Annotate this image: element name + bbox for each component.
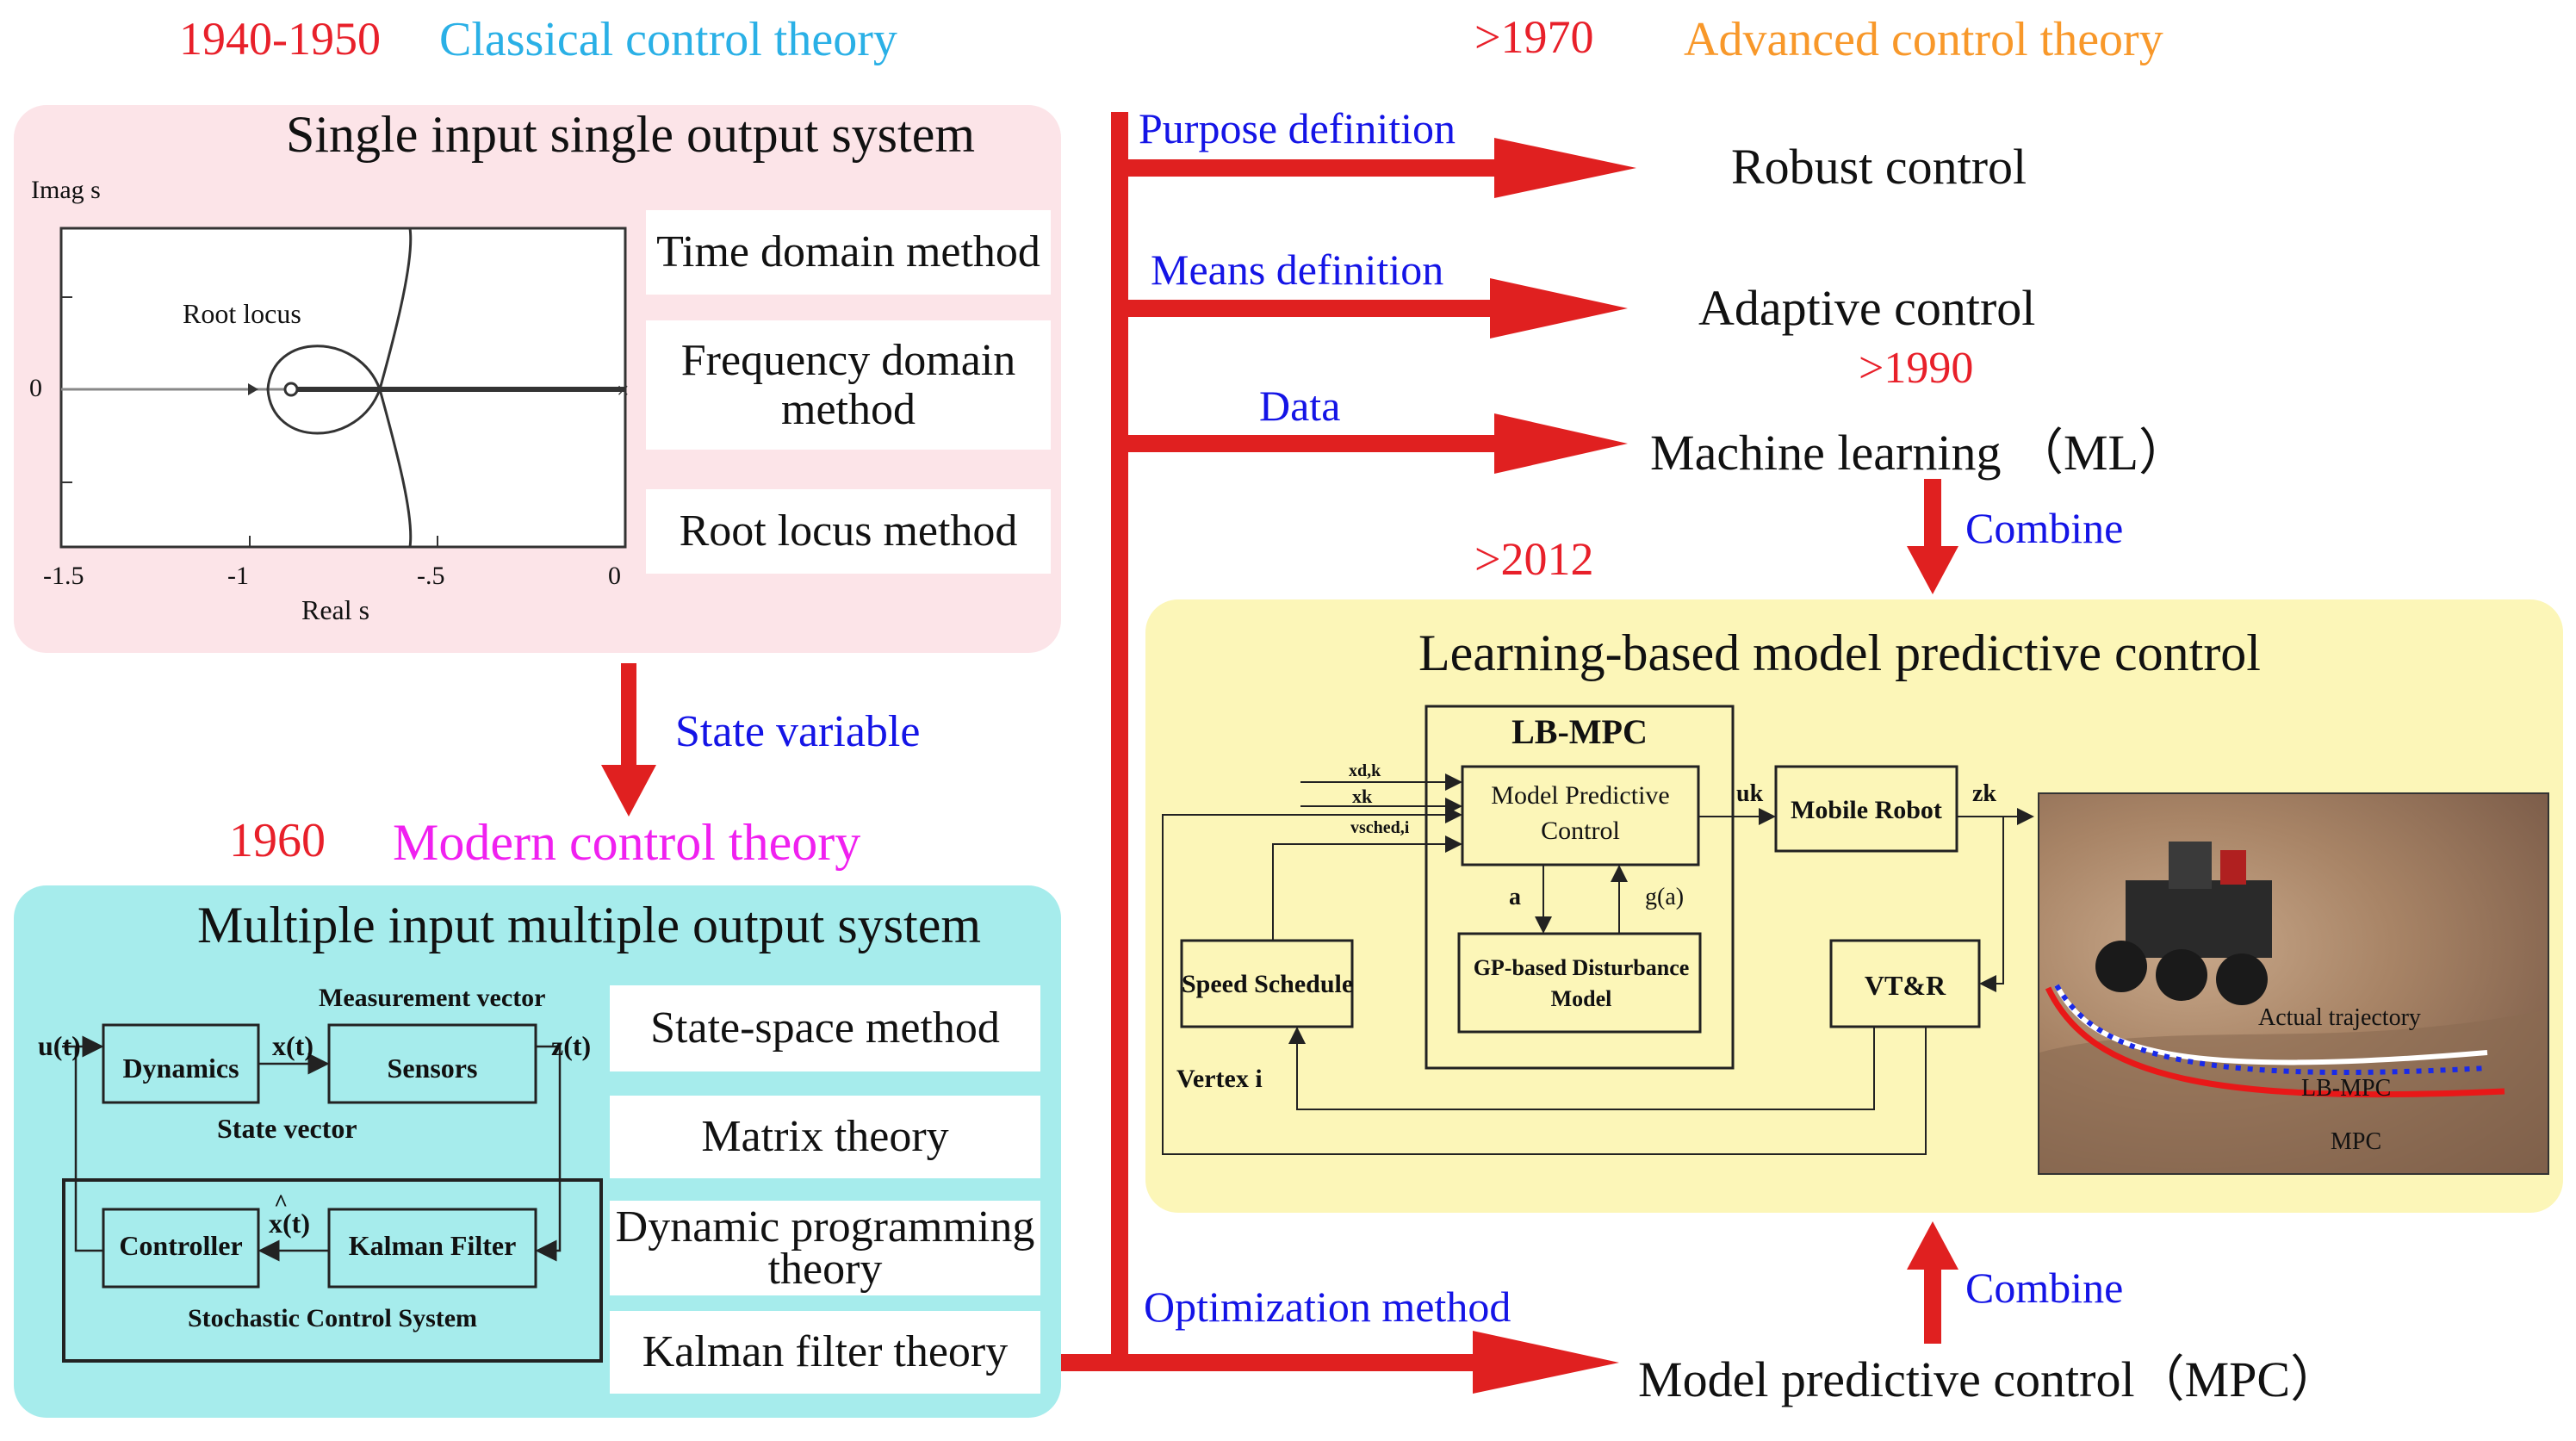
input-xdk: xd,k xyxy=(1349,761,1381,780)
input-xk: xk xyxy=(1352,786,1373,807)
method-time-domain: Time domain method xyxy=(646,210,1051,295)
plot-xtick-3: 0 xyxy=(608,562,621,590)
plot-annotation: Root locus xyxy=(183,298,301,329)
plot-xtick-2: -.5 xyxy=(417,562,445,590)
combine-bottom-label: Combine xyxy=(1965,1264,2124,1312)
lbmpc-years: >2012 xyxy=(1474,533,1594,585)
root-locus-plot: × xyxy=(59,227,630,549)
input-vsched: vsched,i xyxy=(1350,818,1410,837)
robot-photo xyxy=(2038,792,2549,1175)
machine-learning: Machine learning （ML） xyxy=(1650,425,2188,481)
ga-label: g(a) xyxy=(1645,884,1685,910)
branch-data-label: Data xyxy=(1259,382,1341,430)
zk-label: zk xyxy=(1972,780,1996,807)
ml-years: >1990 xyxy=(1859,344,1974,393)
lbmpc-box-title: LB-MPC xyxy=(1511,712,1648,751)
advanced-years: >1970 xyxy=(1474,11,1594,63)
method-kalman: Kalman filter theory xyxy=(610,1311,1040,1394)
state-vector-label: State vector xyxy=(217,1113,357,1144)
plot-ylabel: Imag s xyxy=(31,176,101,204)
state-variable-arrow xyxy=(601,663,656,817)
method-root-locus: Root locus method xyxy=(646,489,1051,574)
vtr-block: VT&R xyxy=(1864,970,1946,1001)
plot-xtick-0: -1.5 xyxy=(43,562,84,590)
advanced-title: Advanced control theory xyxy=(1684,13,2163,66)
method-state-space: State-space method xyxy=(610,985,1040,1071)
lbmpc-block-diagram xyxy=(1162,705,2034,1155)
svg-text:×: × xyxy=(617,378,630,403)
xhat-label: x(t) xyxy=(269,1208,310,1239)
xhat-hat: ^ xyxy=(274,1190,289,1217)
controller-block: Controller xyxy=(119,1230,243,1261)
lbmpc-panel-title: Learning-based model predictive control xyxy=(1418,624,2261,681)
model-predictive-control: Model predictive control（MPC） xyxy=(1638,1351,2341,1407)
speed-schedule-block: Speed Schedule xyxy=(1182,970,1354,998)
state-variable-label: State variable xyxy=(675,707,921,756)
stochastic-control-diagram xyxy=(62,1023,603,1363)
method-frequency-domain: Frequency domain method xyxy=(646,320,1051,450)
method-matrix: Matrix theory xyxy=(610,1096,1040,1178)
stochastic-system-label: Stochastic Control System xyxy=(187,1304,478,1332)
photo-mpc: MPC xyxy=(2331,1128,2382,1155)
u-label: u(t) xyxy=(38,1030,81,1061)
classical-title: Classical control theory xyxy=(439,13,897,66)
mpc-block: Model Predictive Control xyxy=(1491,781,1670,845)
z-label: z(t) xyxy=(551,1030,592,1061)
a-label: a xyxy=(1509,884,1521,910)
x-label: x(t) xyxy=(272,1030,313,1061)
plot-ytick-0: 0 xyxy=(29,374,42,402)
uk-label: uk xyxy=(1736,780,1764,807)
plot-xtick-1: -1 xyxy=(227,562,249,590)
plot-xlabel: Real s xyxy=(301,594,370,625)
modern-years: 1960 xyxy=(229,814,326,867)
branch-purpose-label: Purpose definition xyxy=(1139,104,1456,152)
branch-optimization-label: Optimization method xyxy=(1144,1283,1511,1331)
dynamics-block: Dynamics xyxy=(122,1053,239,1084)
modern-panel-title: Multiple input multiple output system xyxy=(197,897,981,953)
photo-actual-trajectory: Actual trajectory xyxy=(2258,1004,2421,1031)
method-dynamic-programming: Dynamic programming theory xyxy=(610,1201,1040,1295)
modern-title: Modern control theory xyxy=(393,814,861,871)
sensors-block: Sensors xyxy=(387,1053,478,1084)
classical-panel-title: Single input single output system xyxy=(285,106,975,163)
robust-control: Robust control xyxy=(1731,139,2027,195)
kalman-filter-block: Kalman Filter xyxy=(348,1230,517,1261)
photo-lbmpc: LB-MPC xyxy=(2301,1075,2392,1102)
mobile-robot-block: Mobile Robot xyxy=(1791,796,1942,824)
measurement-vector-label: Measurement vector xyxy=(319,984,546,1012)
branch-means-label: Means definition xyxy=(1151,245,1444,294)
adaptive-control: Adaptive control xyxy=(1698,280,2036,336)
vertex-label: Vertex i xyxy=(1176,1065,1263,1093)
gp-disturbance-block: GP-based Disturbance Model xyxy=(1473,955,1690,1012)
classical-years: 1940-1950 xyxy=(179,13,381,65)
combine-top-label: Combine xyxy=(1965,504,2124,552)
